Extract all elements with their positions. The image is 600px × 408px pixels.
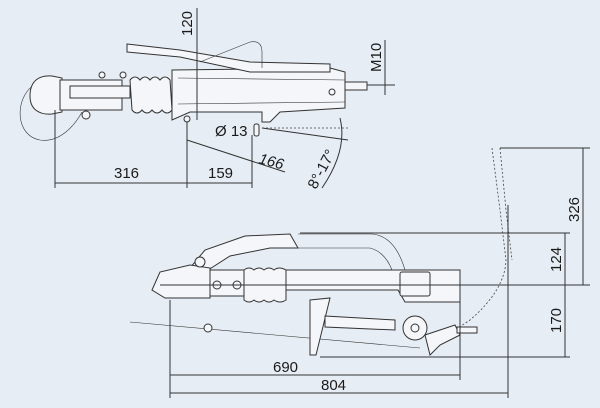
dim-159: 159 xyxy=(208,165,233,182)
coupling-head xyxy=(29,75,63,115)
cable-eye xyxy=(81,110,91,120)
dim-316: 316 xyxy=(114,165,139,182)
dim-124: 124 xyxy=(548,247,565,272)
drawbar-end xyxy=(344,81,368,91)
spindle xyxy=(69,85,131,99)
dim-166: 166 xyxy=(257,150,286,173)
slot-hole-13 xyxy=(253,123,260,137)
dim-hole-13: Ø 13 xyxy=(215,123,248,140)
eye-bracket xyxy=(399,271,431,297)
pivot xyxy=(194,256,206,268)
damper-spring xyxy=(324,315,396,331)
bolt xyxy=(98,71,106,79)
coupling-head-side xyxy=(151,264,211,299)
dim-690: 690 xyxy=(273,359,298,376)
side-view-coupling xyxy=(129,147,513,356)
lever-bracket xyxy=(199,41,263,68)
top-view-dimensions: 120 M10 Ø 13 166 8°-17° 316 159 xyxy=(54,8,395,192)
side-view-dimensions: 326 124 170 690 804 xyxy=(160,147,590,398)
dim-804: 804 xyxy=(321,377,346,394)
hand-brake-lever xyxy=(126,43,331,73)
bolt xyxy=(328,88,336,96)
handle-raised xyxy=(454,147,507,331)
dim-120: 120 xyxy=(179,11,196,36)
bellows xyxy=(129,76,173,114)
drawbar-housing xyxy=(171,67,346,123)
hand-brake-lever-side xyxy=(189,233,299,273)
handle-bar xyxy=(298,233,406,271)
mount-hole xyxy=(183,115,191,123)
cable-clip xyxy=(203,323,213,333)
support-plate xyxy=(309,297,331,356)
dim-angle: 8°-17° xyxy=(305,147,340,192)
top-view-coupling xyxy=(19,41,368,141)
breakaway-cable xyxy=(19,81,83,141)
bolt xyxy=(119,71,127,79)
brake-linkage xyxy=(424,324,461,356)
hub xyxy=(410,323,420,333)
dim-170: 170 xyxy=(548,308,565,333)
brake-cable xyxy=(129,321,421,349)
drawbar-housing-side xyxy=(285,269,461,303)
dim-326: 326 xyxy=(566,197,583,222)
dim-m10: M10 xyxy=(368,43,385,72)
rod-end xyxy=(456,326,478,334)
